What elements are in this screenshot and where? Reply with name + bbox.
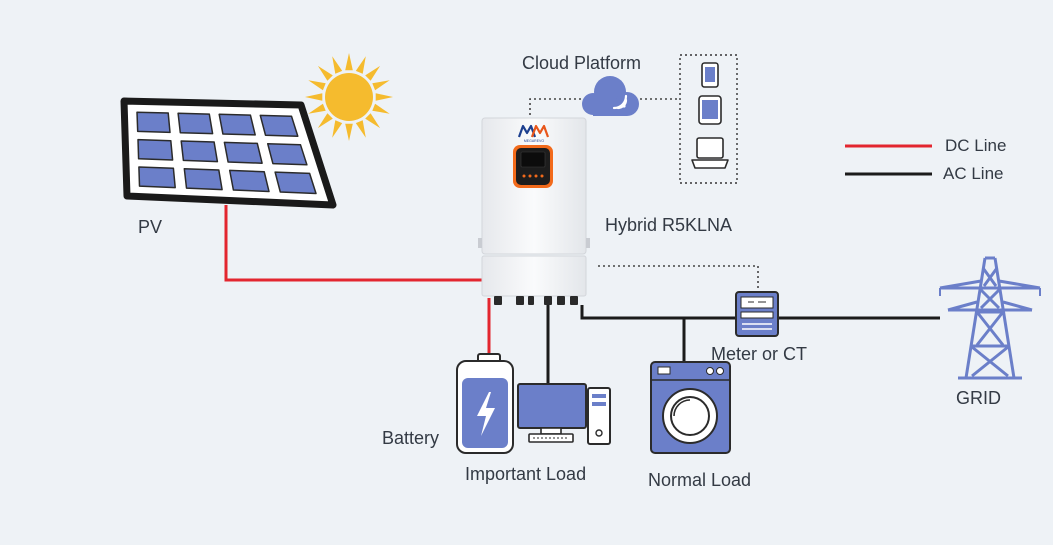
sun-ray xyxy=(308,103,326,114)
solar-cell xyxy=(137,138,174,161)
legend-ac-label: AC Line xyxy=(943,164,1004,183)
sun-ray xyxy=(355,56,366,74)
important-load-label: Important Load xyxy=(465,464,587,484)
solar-cell xyxy=(138,166,176,189)
grid-label: GRID xyxy=(956,388,1001,408)
sun-ray xyxy=(372,80,390,91)
inverter-logo xyxy=(517,124,550,138)
sun-ray xyxy=(372,103,390,114)
washing-machine-icon xyxy=(650,361,731,454)
comm-line-cloud xyxy=(529,98,584,125)
pv-label: PV xyxy=(138,217,163,237)
inverter-label: Hybrid R5KLNA xyxy=(605,215,733,235)
sun-icon xyxy=(305,53,393,141)
meter-label: Meter or CT xyxy=(711,344,808,364)
hybrid-inverter: MEGAREVO xyxy=(478,117,590,305)
ac-lines xyxy=(546,305,940,384)
dc-line-pv xyxy=(224,205,484,282)
solar-cell xyxy=(180,140,219,163)
computer-icon xyxy=(517,383,611,445)
ac-line-grid xyxy=(580,305,940,320)
solar-cell xyxy=(218,113,256,136)
sun-ray xyxy=(375,93,393,101)
battery-label: Battery xyxy=(382,428,440,448)
sun-ray xyxy=(308,80,326,91)
normal-load-label: Normal Load xyxy=(648,470,752,490)
sun-ray xyxy=(332,56,343,74)
sun-ray xyxy=(365,113,381,129)
inverter-display-panel xyxy=(513,145,553,188)
sun-ray xyxy=(355,120,366,138)
grid-tower-icon xyxy=(939,256,1041,380)
inverter-logo-text: MEGAREVO xyxy=(524,139,545,143)
solar-cell xyxy=(266,142,308,166)
legend-dc-label: DC Line xyxy=(945,136,1007,155)
sun-ray xyxy=(317,65,333,81)
laptop-icon xyxy=(691,137,729,169)
solar-cell xyxy=(223,141,263,164)
sun-ray xyxy=(305,93,323,101)
comm-line-meter xyxy=(598,265,759,292)
battery-icon xyxy=(456,353,514,454)
solar-cell xyxy=(228,169,270,193)
solar-cell xyxy=(274,171,317,195)
comm-lines xyxy=(529,98,759,292)
cloud-platform-label: Cloud Platform xyxy=(522,53,642,73)
sun-ray xyxy=(345,53,353,71)
smartphone-icon xyxy=(701,62,719,88)
tablet-icon xyxy=(698,95,722,125)
sun-ray xyxy=(345,123,353,141)
solar-cell xyxy=(177,112,214,135)
meter-icon xyxy=(735,291,779,337)
sun-ray xyxy=(317,113,333,129)
legend xyxy=(845,144,932,176)
cloud-icon xyxy=(582,76,639,116)
sun-ray xyxy=(365,65,381,81)
inverter-terminals xyxy=(494,296,578,305)
wifi-icon xyxy=(612,94,628,110)
dc-lines xyxy=(224,205,491,358)
remote-devices xyxy=(679,54,738,184)
solar-cell xyxy=(136,111,171,134)
solar-cell xyxy=(259,114,299,137)
solar-cell xyxy=(183,167,223,191)
sun-ray xyxy=(332,120,343,138)
solar-panel xyxy=(120,97,337,209)
